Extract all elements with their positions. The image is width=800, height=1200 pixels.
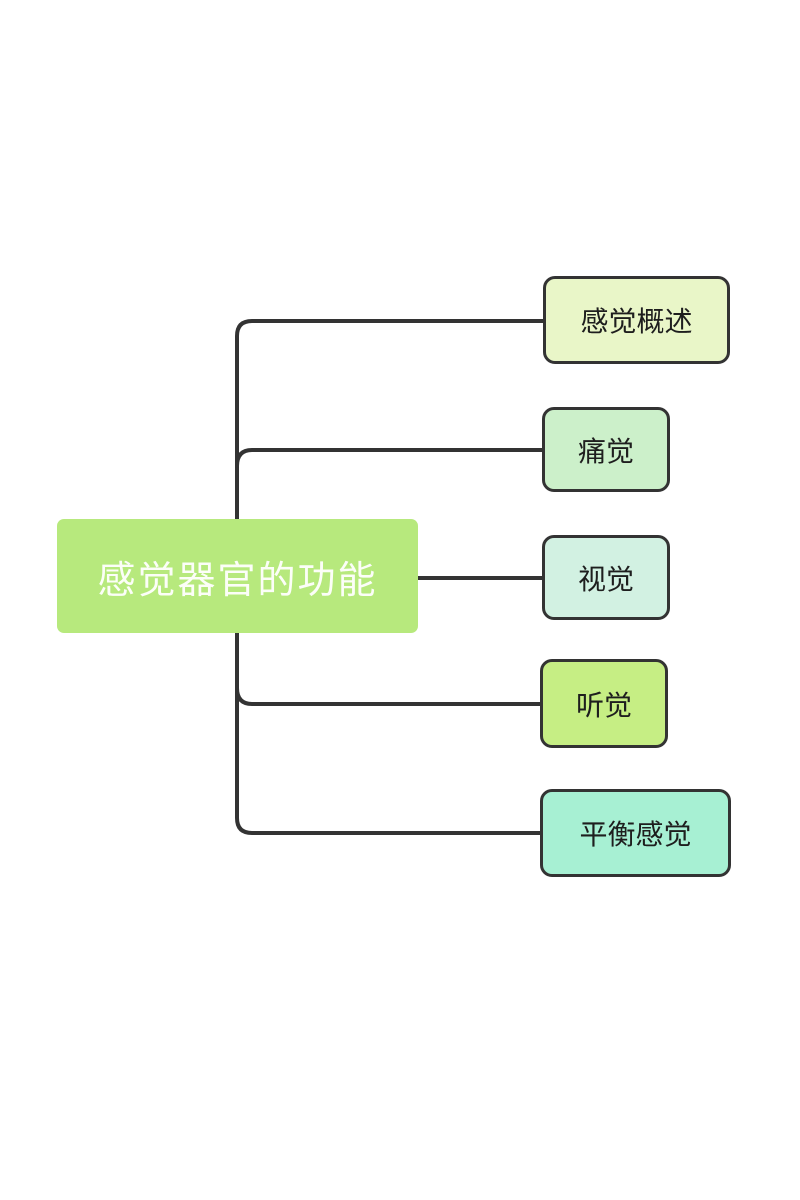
child-node-label: 平衡感觉 <box>579 819 692 850</box>
child-node-label: 痛觉 <box>577 435 634 467</box>
root-node-label: 感觉器官的功能 <box>97 559 378 602</box>
connector-root-to-child-1 <box>235 319 545 522</box>
child-node-pain[interactable]: 痛觉 <box>542 407 670 492</box>
root-node[interactable]: 感觉器官的功能 <box>57 519 418 633</box>
child-node-overview[interactable]: 感觉概述 <box>543 276 730 364</box>
child-node-label: 听觉 <box>575 689 632 721</box>
child-node-vision[interactable]: 视觉 <box>542 535 670 620</box>
child-node-hearing[interactable]: 听觉 <box>540 659 668 748</box>
child-node-balance[interactable]: 平衡感觉 <box>540 789 731 877</box>
connector-root-to-child-5 <box>235 630 542 835</box>
child-node-label: 感觉概述 <box>580 306 693 337</box>
connector-root-to-child-4 <box>235 686 542 706</box>
connector-root-to-child-2 <box>235 448 544 468</box>
child-node-label: 视觉 <box>577 563 634 595</box>
